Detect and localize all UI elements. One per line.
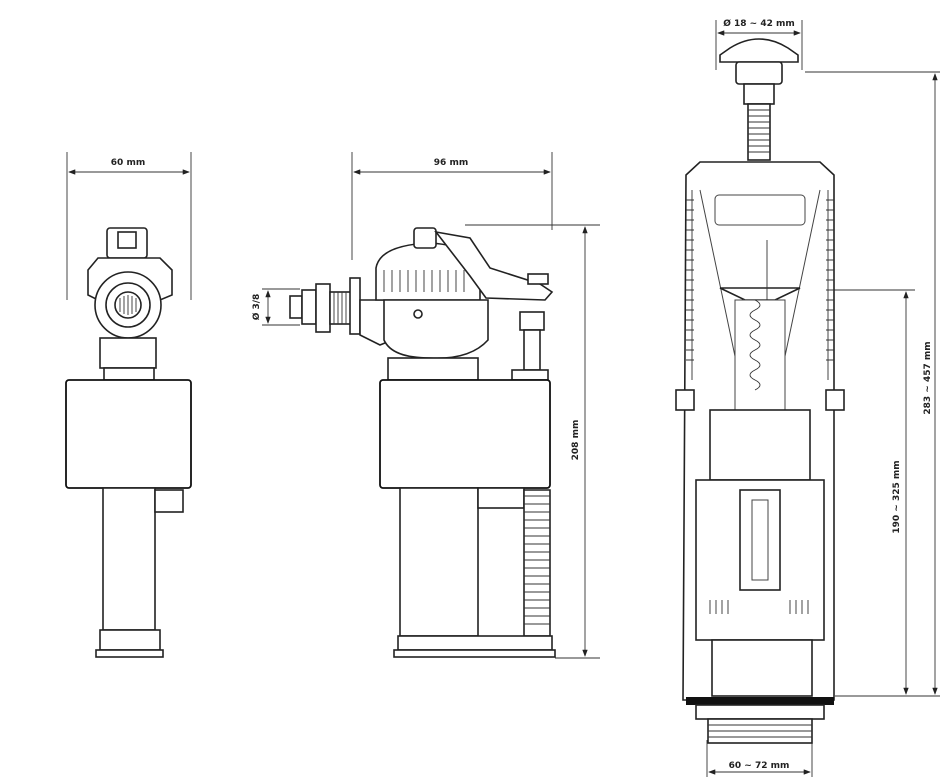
inlet-diameter-label: Ø 3/8 [251, 294, 262, 321]
seal-ring [686, 697, 834, 705]
fill-valve-front-view: 60 mm [65, 152, 192, 658]
height-label: 208 mm [571, 420, 581, 461]
base-diameter-label: 60 ~ 72 mm [729, 761, 790, 771]
fill-valve-side-view: 96 mm Ø 3/8 208 mm [251, 152, 600, 659]
body-height-label: 190 ~ 325 mm [892, 460, 902, 533]
width-label: 60 mm [111, 158, 145, 168]
button-diameter-label: Ø 18 ~ 42 mm [723, 18, 795, 29]
width-label: 96 mm [434, 158, 468, 168]
flush-valve-view: Ø 18 ~ 42 mm 283 ~ 457 mm 190 ~ 325 mm 6… [675, 18, 940, 777]
total-height-label: 283 ~ 457 mm [923, 341, 933, 414]
